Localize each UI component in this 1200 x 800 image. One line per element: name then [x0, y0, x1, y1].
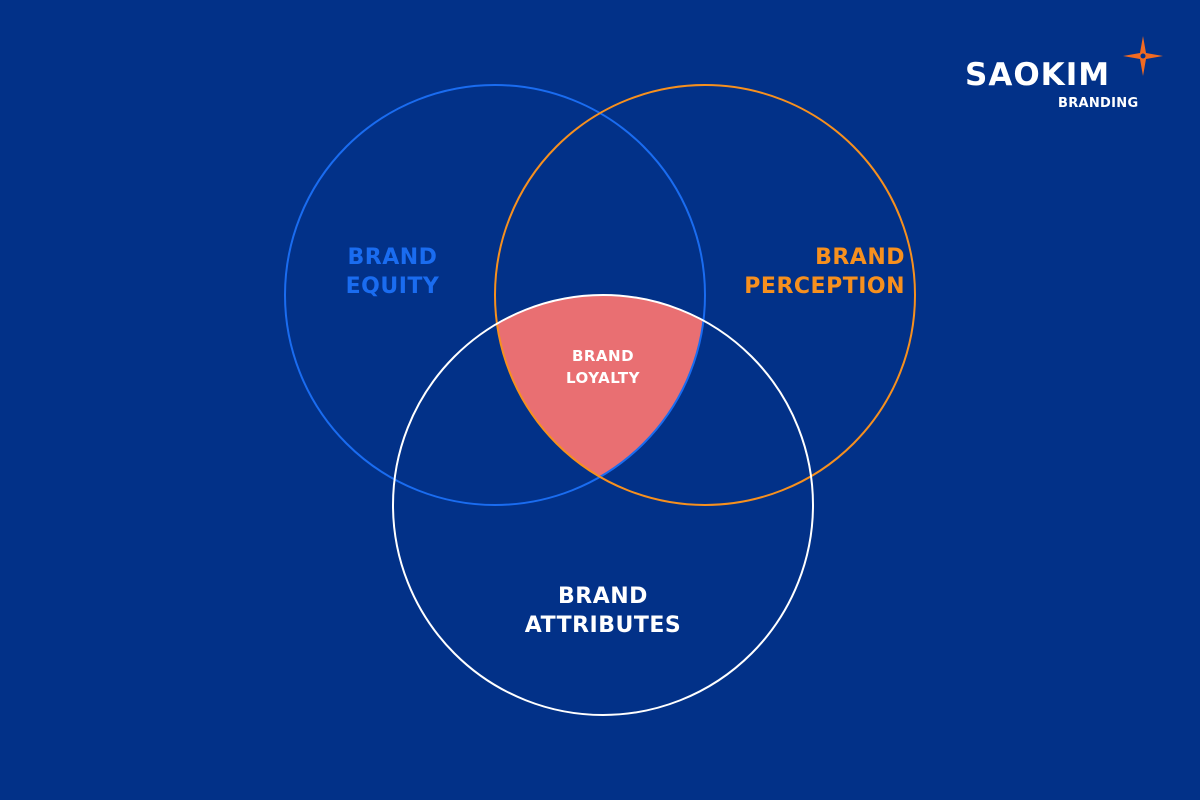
saokim-logo: SAOKIM BRANDING [965, 36, 1163, 111]
logo-subtitle: BRANDING [1058, 96, 1139, 111]
star-icon [1123, 36, 1163, 76]
label-line: BRAND [347, 245, 438, 270]
label-line: PERCEPTION [744, 274, 905, 299]
label-line: BRAND [558, 584, 648, 609]
brand-loyalty-label: BRAND LOYALTY [543, 345, 663, 389]
label-line: ATTRIBUTES [524, 613, 682, 638]
logo-name: SAOKIM [965, 57, 1111, 93]
brand-perception-label: BRAND PERCEPTION [715, 243, 905, 301]
brand-attributes-label: BRAND ATTRIBUTES [503, 582, 703, 640]
label-line: BRAND [815, 245, 905, 270]
label-line: BRAND [571, 347, 635, 365]
brand-attributes-circle [392, 294, 814, 716]
brand-equity-circle [284, 84, 706, 506]
brand-perception-circle [494, 84, 916, 506]
label-line: EQUITY [345, 274, 440, 299]
brand-equity-label: BRAND EQUITY [330, 243, 455, 301]
label-line: LOYALTY [566, 369, 640, 387]
